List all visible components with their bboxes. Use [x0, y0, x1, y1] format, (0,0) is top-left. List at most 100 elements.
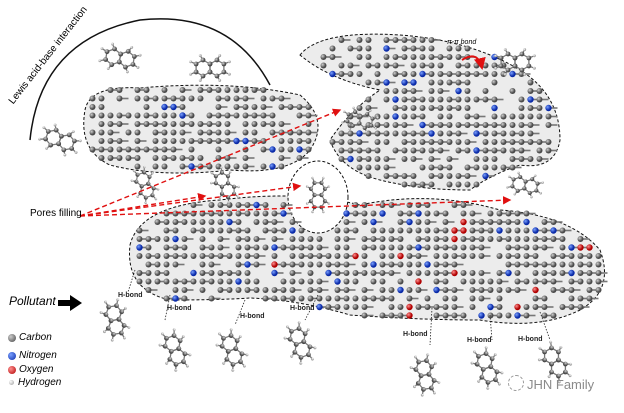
carbon-atom — [235, 244, 242, 251]
carbon-atom — [410, 62, 417, 69]
carbon-atom — [424, 295, 431, 302]
carbon-atom — [316, 278, 323, 285]
oxygen-atom — [532, 286, 539, 294]
carbon-atom — [550, 270, 557, 276]
carbon-atom — [509, 130, 516, 137]
carbon-atom — [107, 146, 114, 153]
carbon-atom — [545, 122, 552, 128]
carbon-atom — [170, 155, 177, 161]
carbon-atom — [161, 95, 168, 102]
carbon-atom — [308, 198, 314, 204]
carbon-atom — [221, 61, 227, 67]
carbon-atom — [541, 270, 548, 276]
carbon-atom — [352, 295, 359, 302]
carbon-atom — [320, 54, 327, 60]
carbon-atom — [446, 181, 453, 188]
carbon-atom — [545, 147, 552, 154]
carbon-atom — [215, 104, 222, 110]
carbon-atom — [365, 37, 372, 43]
carbon-atom — [278, 104, 285, 110]
hydrogen-atom — [237, 185, 240, 189]
carbon-atom — [316, 244, 323, 251]
carbon-atom — [514, 253, 521, 259]
carbon-atom — [419, 96, 426, 103]
carbon-atom — [343, 278, 350, 285]
carbon-atom — [170, 95, 177, 102]
nitrogen-atom — [509, 70, 516, 78]
carbon-atom — [260, 121, 267, 127]
carbon-atom — [116, 138, 123, 144]
carbon-atom — [428, 147, 435, 154]
carbon-atom — [518, 174, 523, 180]
carbon-atom — [116, 95, 123, 102]
carbon-atom — [518, 156, 525, 162]
hydrogen-icon — [9, 380, 14, 385]
hydrogen-atom — [437, 380, 441, 384]
carbon-atom — [280, 278, 287, 285]
oxygen-atom — [577, 244, 584, 251]
arrow-3 — [79, 182, 302, 217]
carbon-atom — [505, 236, 512, 242]
carbon-atom — [365, 96, 372, 103]
carbon-atom — [298, 244, 305, 251]
carbon-atom — [213, 181, 218, 186]
carbon-atom — [464, 71, 471, 77]
carbon-atom — [374, 71, 381, 77]
carbon-atom — [491, 164, 498, 171]
carbon-atom — [215, 146, 222, 153]
carbon-atom — [239, 351, 245, 357]
carbon-atom — [206, 121, 213, 127]
oxygen-atom — [397, 252, 404, 260]
carbon-atom — [374, 79, 381, 86]
carbon-atom — [410, 156, 417, 162]
carbon-atom — [500, 113, 507, 120]
carbon-atom — [217, 270, 224, 276]
carbon-atom — [107, 87, 114, 93]
carbon-atom — [253, 236, 260, 242]
carbon-atom — [523, 278, 530, 285]
carbon-atom — [415, 219, 422, 225]
carbon-atom — [451, 244, 458, 251]
hydrogen-atom — [530, 195, 533, 199]
nitrogen-atom — [383, 45, 390, 52]
hydrogen-atom — [42, 126, 46, 129]
carbon-atom — [233, 163, 240, 170]
carbon-atom — [89, 146, 96, 153]
carbon-atom — [469, 227, 476, 234]
carbon-atom — [238, 359, 243, 365]
carbon-atom — [542, 357, 547, 363]
carbon-atom — [388, 270, 395, 276]
carbon-atom — [428, 79, 435, 86]
carbon-atom — [464, 79, 471, 86]
carbon-atom — [595, 278, 602, 285]
nitrogen-atom — [370, 261, 377, 268]
hydrogen-atom — [306, 328, 310, 332]
carbon-atom — [334, 287, 341, 293]
carbon-atom — [437, 88, 444, 94]
carbon-atom — [419, 105, 426, 111]
carbon-atom — [98, 129, 105, 136]
hydrogen-atom — [374, 127, 378, 130]
nitrogen-atom — [271, 269, 278, 277]
carbon-atom — [170, 112, 177, 119]
oxygen-atom — [271, 261, 278, 268]
hydrogen-atom — [227, 201, 231, 204]
oxygen-atom — [586, 244, 593, 251]
carbon-atom — [421, 386, 426, 392]
carbon-atom — [292, 349, 298, 355]
carbon-atom — [206, 138, 213, 144]
nitrogen-atom — [473, 130, 480, 137]
nitrogen-atom — [482, 172, 489, 180]
carbon-atom — [116, 59, 122, 65]
nitrogen-atom — [172, 295, 179, 302]
carbon-atom — [482, 156, 489, 162]
carbon-atom — [107, 129, 114, 136]
carbon-atom — [193, 69, 199, 75]
carbon-atom — [163, 236, 170, 242]
carbon-atom — [469, 295, 476, 302]
carbon-atom — [251, 121, 258, 127]
carbon-atom — [559, 270, 566, 276]
pollutant-molecule — [99, 298, 131, 342]
carbon-atom — [532, 304, 539, 310]
carbon-atom — [426, 371, 432, 377]
